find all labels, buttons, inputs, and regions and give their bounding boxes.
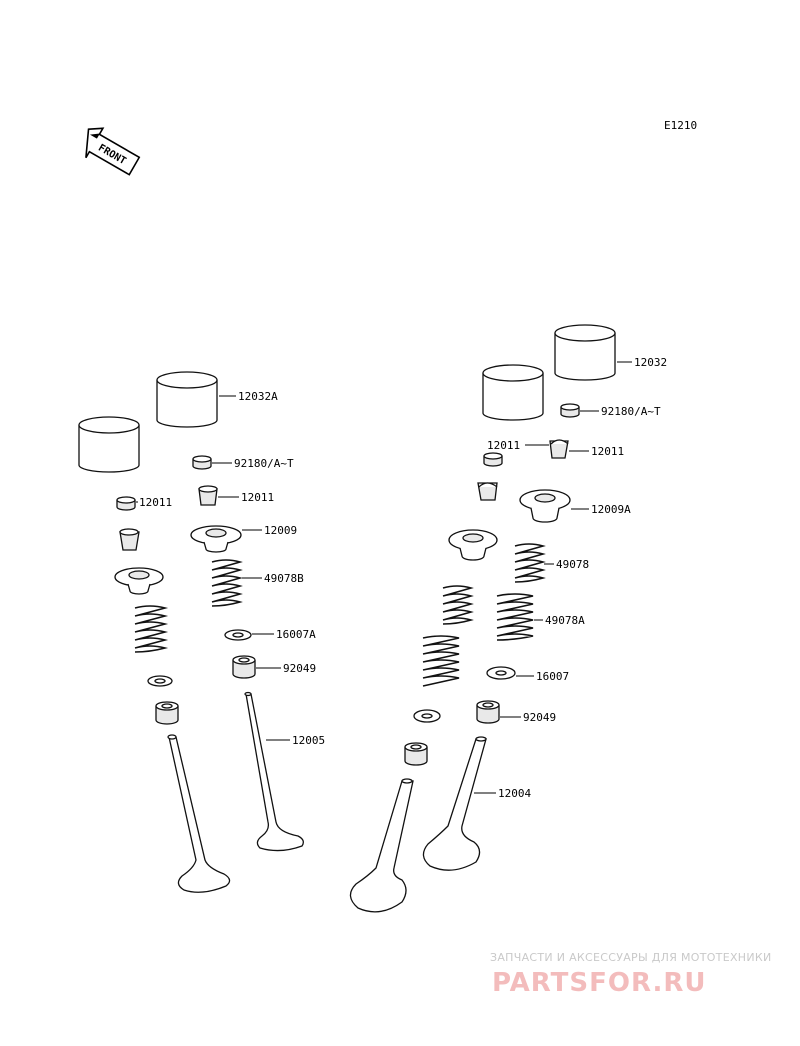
label-12005: 12005 [292, 734, 325, 747]
label-12009A: 12009A [591, 503, 631, 516]
label-92180-left: 92180/A~T [234, 457, 294, 470]
shim-left [192, 455, 212, 470]
valve-spring-left-back [134, 605, 169, 653]
label-49078A: 49078A [545, 614, 585, 627]
valve-spring-right-front-large [422, 635, 460, 687]
shim-right-front [483, 452, 503, 467]
watermark-logo: PARTSFOR.RU [492, 968, 706, 998]
valve-exhaust-back [167, 734, 231, 893]
spring-seat-left-front [224, 629, 252, 641]
label-92180-right: 92180/A~T [601, 405, 661, 418]
label-12032A: 12032A [238, 390, 278, 403]
cotter-left-b [198, 485, 218, 506]
retainer-right-front [448, 529, 498, 561]
watermark-tagline: ЗАПЧАСТИ И АКСЕССУАРЫ ДЛЯ МОТОТЕХНИКИ [490, 951, 772, 964]
tappet-bucket-back-left [78, 416, 140, 473]
label-92049-right: 92049 [523, 711, 556, 724]
spring-seat-right-back [486, 666, 516, 680]
tappet-bucket-front-left [156, 371, 218, 428]
diagram-code: E1210 [664, 119, 697, 132]
valve-spring-left-front [211, 559, 243, 607]
spring-seat-right-front [413, 709, 441, 723]
retainer-left-back [114, 567, 164, 595]
tappet-bucket-right-back [554, 324, 616, 381]
oil-seal-right-back [476, 700, 500, 724]
spring-seat-left-back [147, 675, 173, 687]
cotter-left-c [119, 528, 140, 551]
valve-intake-front [349, 778, 414, 913]
oil-seal-left-front [232, 655, 256, 679]
valve-spring-right-large [496, 593, 534, 641]
label-12011-left-b: 12011 [241, 491, 274, 504]
label-16007A: 16007A [276, 628, 316, 641]
valve-spring-right-mid [442, 585, 474, 625]
label-16007: 16007 [536, 670, 569, 683]
label-12009: 12009 [264, 524, 297, 537]
label-12011-right-a: 12011 [487, 439, 520, 452]
tappet-bucket-right-front [482, 364, 544, 421]
valve-intake-back [422, 736, 487, 871]
label-49078B: 49078B [264, 572, 304, 585]
retainer-right-back [519, 489, 571, 523]
cotter-right-a [549, 439, 569, 459]
label-12004: 12004 [498, 787, 531, 800]
label-12011-left-a: 12011 [139, 496, 172, 509]
oil-seal-right-front [404, 742, 428, 766]
front-direction-icon: FRONT [85, 127, 141, 176]
retainer-left-front [190, 525, 242, 553]
label-49078: 49078 [556, 558, 589, 571]
oil-seal-left-back [155, 701, 179, 725]
valve-spring-right-small [514, 543, 546, 583]
shim-right-back [560, 403, 580, 418]
label-92049-left: 92049 [283, 662, 316, 675]
cotter-left-a [116, 496, 136, 511]
label-12011-right-b: 12011 [591, 445, 624, 458]
valve-exhaust-front [244, 691, 304, 852]
cotter-right-b [477, 482, 498, 501]
label-12032: 12032 [634, 356, 667, 369]
